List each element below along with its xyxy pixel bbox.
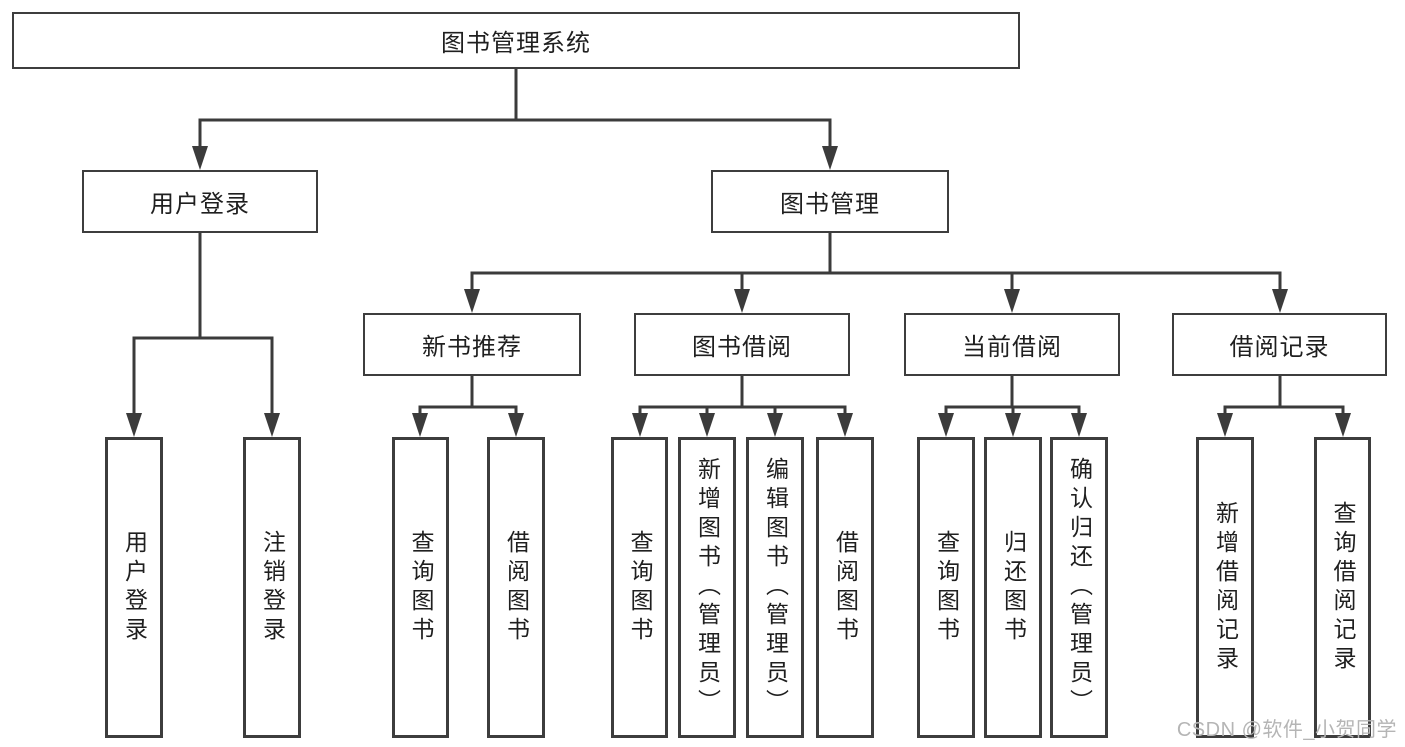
node-borrow-edit-books-admin: 编辑图书（管理员）: [746, 437, 804, 738]
node-current-confirm-return-admin: 确认归还（管理员）: [1050, 437, 1108, 738]
node-user-login-label: 用户登录: [150, 191, 250, 218]
node-records-query-record-label: 查询借阅记录: [1330, 500, 1356, 675]
node-user-login: 用户登录: [82, 170, 318, 233]
node-newrec-borrow-books: 借阅图书: [487, 437, 545, 738]
node-records-query-record: 查询借阅记录: [1314, 437, 1371, 738]
node-borrow-add-books-admin: 新增图书（管理员）: [678, 437, 736, 738]
node-new-book-recommend-label: 新书推荐: [422, 334, 522, 361]
node-current-return-books: 归还图书: [984, 437, 1042, 738]
connector-new-book-recommend: [412, 374, 524, 437]
node-root-label: 图书管理系统: [441, 30, 591, 57]
node-current-borrowing-label: 当前借阅: [962, 334, 1062, 361]
connector-borrowing-records: [1217, 374, 1351, 437]
node-borrow-query-books-label: 查询图书: [627, 529, 653, 646]
node-leaf-logout-login: 注销登录: [243, 437, 301, 738]
node-newrec-query-books: 查询图书: [392, 437, 449, 738]
node-book-management-label: 图书管理: [780, 191, 880, 218]
node-leaf-user-login: 用户登录: [105, 437, 163, 738]
node-records-add-record: 新增借阅记录: [1196, 437, 1254, 738]
node-borrow-borrow-books: 借阅图书: [816, 437, 874, 738]
node-leaf-logout-login-label: 注销登录: [259, 529, 286, 646]
node-current-query-books: 查询图书: [917, 437, 975, 738]
node-newrec-borrow-books-label: 借阅图书: [503, 529, 530, 646]
node-root: 图书管理系统: [12, 12, 1020, 69]
node-current-return-books-label: 归还图书: [1000, 529, 1027, 646]
node-new-book-recommend: 新书推荐: [363, 313, 581, 376]
node-borrowing-records: 借阅记录: [1172, 313, 1387, 376]
connector-book-borrowing: [632, 374, 853, 437]
node-current-query-books-label: 查询图书: [933, 529, 960, 646]
connector-user-login: [126, 231, 280, 437]
node-newrec-query-books-label: 查询图书: [408, 529, 434, 646]
node-current-borrowing: 当前借阅: [904, 313, 1120, 376]
node-borrow-query-books: 查询图书: [611, 437, 668, 738]
connector-root: [192, 67, 838, 170]
connector-current-borrowing: [938, 374, 1087, 437]
node-book-management: 图书管理: [711, 170, 949, 233]
node-borrow-borrow-books-label: 借阅图书: [832, 529, 859, 646]
node-book-borrowing-label: 图书借阅: [692, 334, 792, 361]
node-borrowing-records-label: 借阅记录: [1229, 334, 1330, 361]
node-borrow-edit-books-admin-label: 编辑图书（管理员）: [762, 457, 789, 718]
node-borrow-add-books-admin-label: 新增图书（管理员）: [694, 457, 721, 718]
node-leaf-user-login-label: 用户登录: [121, 529, 148, 646]
connector-book-management: [464, 231, 1288, 313]
node-records-add-record-label: 新增借阅记录: [1212, 500, 1239, 675]
node-book-borrowing: 图书借阅: [634, 313, 850, 376]
node-current-confirm-return-admin-label: 确认归还（管理员）: [1066, 457, 1093, 718]
